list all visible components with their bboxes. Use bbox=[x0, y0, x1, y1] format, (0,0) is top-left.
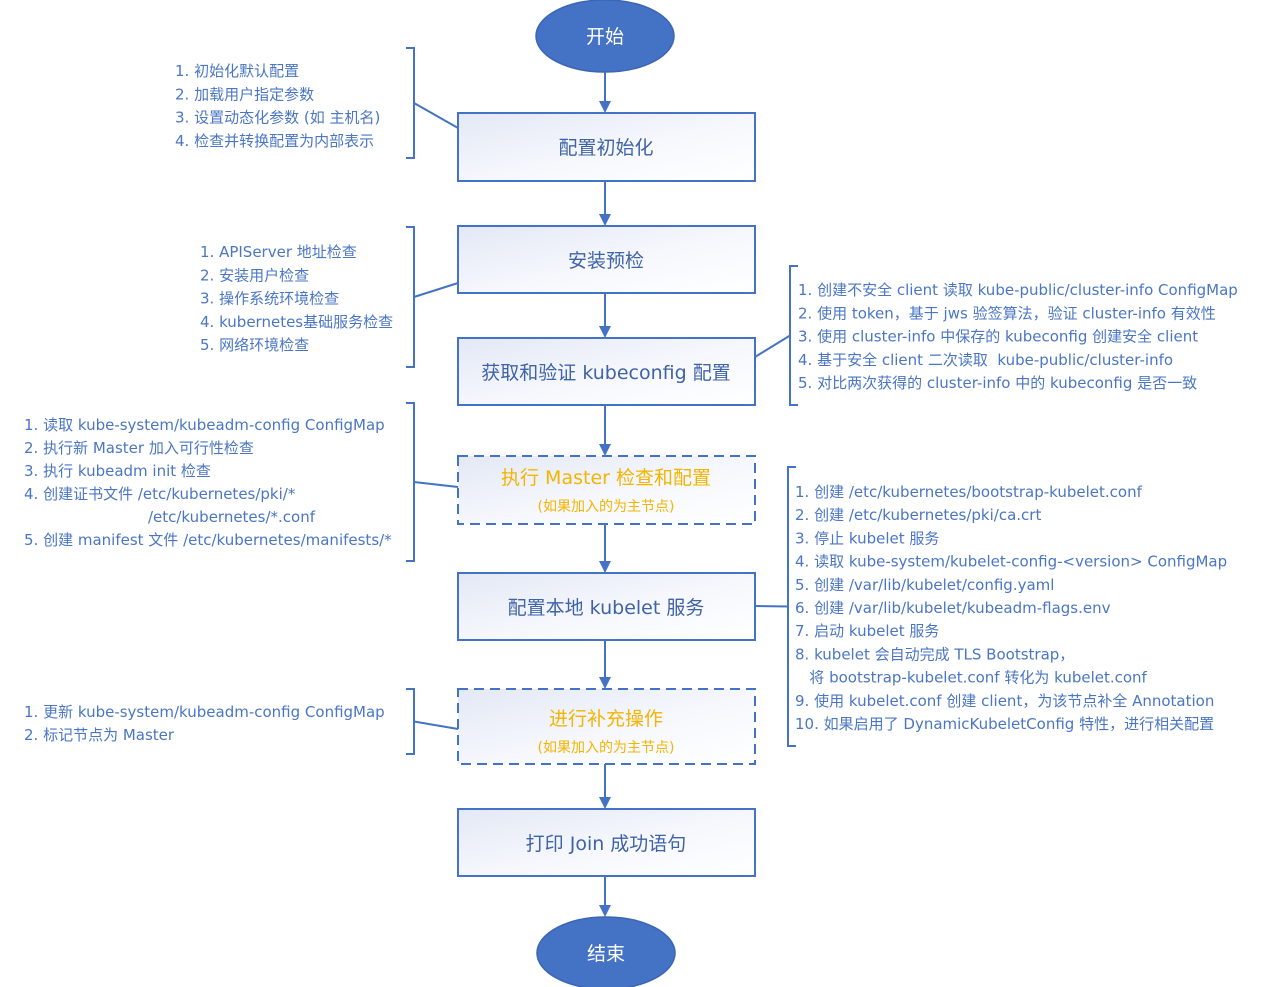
note-item: 1. 读取 kube-system/kubeadm-config ConfigM… bbox=[24, 416, 385, 434]
step-box bbox=[457, 225, 756, 294]
note-group-kubeconfig: 1. 创建不安全 client 读取 kube-public/cluster-i… bbox=[754, 265, 1238, 406]
end-label: 结束 bbox=[587, 943, 625, 965]
step-box bbox=[457, 337, 756, 406]
start-label: 开始 bbox=[586, 26, 624, 48]
note-item: 4. 创建证书文件 /etc/kubernetes/pki/* bbox=[24, 485, 296, 503]
note-item: 3. 操作系统环境检查 bbox=[200, 290, 339, 308]
flow-steps: 配置初始化 安装预检 获取和验证 kubeconfig 配置 执行 Master… bbox=[457, 112, 756, 877]
flow-connectors bbox=[599, 72, 611, 917]
note-item: 4. 检查并转换配置为内部表示 bbox=[175, 132, 374, 150]
note-item: 2. 加载用户指定参数 bbox=[175, 85, 314, 103]
step-sublabel: (如果加入的为主节点) bbox=[538, 740, 675, 756]
note-item: 9. 使用 kubelet.conf 创建 client，为该节点补全 Anno… bbox=[795, 692, 1214, 710]
connector-arrow bbox=[599, 640, 611, 689]
note-item: 2. 标记节点为 Master bbox=[24, 726, 175, 744]
step-label: 打印 Join 成功语句 bbox=[526, 833, 687, 855]
note-item: 2. 使用 token，基于 jws 验签算法，验证 cluster-info … bbox=[798, 304, 1216, 322]
note-item: 6. 创建 /var/lib/kubelet/kubeadm-flags.env bbox=[795, 599, 1111, 617]
note-item: 4. kubernetes基础服务检查 bbox=[200, 313, 393, 331]
arrowhead-icon bbox=[599, 905, 611, 917]
step-box bbox=[457, 808, 756, 877]
connector-arrow bbox=[599, 876, 611, 917]
arrowhead-icon bbox=[599, 561, 611, 573]
note-bracket bbox=[406, 47, 415, 159]
note-item: 3. 设置动态化参数 (如 主机名) bbox=[175, 109, 380, 127]
step-box bbox=[457, 112, 756, 182]
arrowhead-icon bbox=[599, 444, 611, 456]
note-connector bbox=[754, 334, 791, 358]
note-connector bbox=[413, 282, 459, 298]
step-config-init: 配置初始化 bbox=[457, 112, 756, 182]
note-item: /etc/kubernetes/*.conf bbox=[24, 508, 316, 526]
note-connector bbox=[413, 481, 459, 488]
note-item: 5. 网络环境检查 bbox=[200, 336, 309, 354]
note-item: 10. 如果启用了 DynamicKubeletConfig 特性，进行相关配置 bbox=[795, 715, 1214, 733]
note-item: 5. 对比两次获得的 cluster-info 中的 kubeconfig 是否… bbox=[798, 374, 1197, 392]
note-group-preflight: 1. APIServer 地址检查 2. 安装用户检查 3. 操作系统环境检查 4. … bbox=[200, 226, 459, 368]
arrowhead-icon bbox=[599, 326, 611, 338]
step-label: 进行补充操作 bbox=[549, 708, 663, 730]
note-group-kubelet: 1. 创建 /etc/kubernetes/bootstrap-kubelet.… bbox=[754, 466, 1227, 747]
connector-arrow bbox=[599, 293, 611, 338]
note-group-master-check: 1. 读取 kube-system/kubeadm-config ConfigM… bbox=[24, 402, 459, 562]
arrowhead-icon bbox=[599, 101, 611, 113]
note-item: 1. 初始化默认配置 bbox=[175, 62, 299, 80]
step-notes: 1. 初始化默认配置 2. 加载用户指定参数 3. 设置动态化参数 (如 主机名) 4… bbox=[24, 47, 1238, 755]
connector-arrow bbox=[599, 524, 611, 573]
note-item: 2. 创建 /etc/kubernetes/pki/ca.crt bbox=[795, 506, 1041, 524]
end-ellipse bbox=[536, 916, 676, 987]
start-terminal: 开始 bbox=[535, 0, 675, 73]
step-label: 安装预检 bbox=[568, 250, 644, 272]
note-item: 4. 读取 kube-system/kubelet-config-<versio… bbox=[795, 553, 1227, 571]
step-sublabel: (如果加入的为主节点) bbox=[538, 499, 675, 515]
step-label: 执行 Master 检查和配置 bbox=[501, 467, 711, 489]
connector-arrow bbox=[599, 72, 611, 113]
step-label: 获取和验证 kubeconfig 配置 bbox=[481, 362, 730, 384]
note-item: 3. 停止 kubelet 服务 bbox=[795, 529, 939, 547]
note-bracket bbox=[789, 265, 798, 406]
step-master-check: 执行 Master 检查和配置 (如果加入的为主节点) bbox=[457, 455, 756, 525]
step-kubelet: 配置本地 kubelet 服务 bbox=[457, 572, 756, 641]
step-box-optional bbox=[457, 688, 756, 765]
note-item: 1. 更新 kube-system/kubeadm-config ConfigM… bbox=[24, 703, 385, 721]
connector-arrow bbox=[599, 764, 611, 809]
step-preflight: 安装预检 bbox=[457, 225, 756, 294]
note-bracket bbox=[406, 402, 415, 562]
step-label: 配置初始化 bbox=[558, 137, 653, 159]
note-connector bbox=[413, 102, 459, 129]
note-item: 8. kubelet 会自动完成 TLS Bootstrap， bbox=[795, 645, 1074, 663]
arrowhead-icon bbox=[599, 214, 611, 226]
note-item: 将 bootstrap-kubelet.conf 转化为 kubelet.con… bbox=[795, 669, 1148, 687]
step-supplement: 进行补充操作 (如果加入的为主节点) bbox=[457, 688, 756, 765]
end-terminal: 结束 bbox=[536, 916, 676, 987]
connector-arrow bbox=[599, 181, 611, 226]
note-item: 1. APIServer 地址检查 bbox=[200, 243, 357, 261]
note-bracket bbox=[406, 688, 415, 755]
note-connector bbox=[754, 605, 789, 608]
note-item: 2. 安装用户检查 bbox=[200, 266, 309, 284]
note-item: 5. 创建 /var/lib/kubelet/config.yaml bbox=[795, 576, 1054, 594]
note-item: 3. 使用 cluster-info 中保存的 kubeconfig 创建安全 … bbox=[798, 328, 1198, 346]
note-item: 4. 基于安全 client 二次读取 kube-public/cluster-… bbox=[798, 351, 1173, 369]
step-label: 配置本地 kubelet 服务 bbox=[508, 597, 705, 619]
note-connector bbox=[413, 720, 459, 730]
step-kubeconfig: 获取和验证 kubeconfig 配置 bbox=[457, 337, 756, 406]
note-bracket bbox=[406, 226, 415, 368]
note-item: 1. 创建 /etc/kubernetes/bootstrap-kubelet.… bbox=[795, 483, 1143, 501]
note-item: 5. 创建 manifest 文件 /etc/kubernetes/manife… bbox=[24, 531, 392, 549]
step-box-optional bbox=[457, 455, 756, 525]
note-group-config-init: 1. 初始化默认配置 2. 加载用户指定参数 3. 设置动态化参数 (如 主机名) 4… bbox=[175, 47, 459, 159]
note-group-supplement: 1. 更新 kube-system/kubeadm-config ConfigM… bbox=[24, 688, 459, 755]
arrowhead-icon bbox=[599, 677, 611, 689]
step-print-join: 打印 Join 成功语句 bbox=[457, 808, 756, 877]
note-item: 2. 执行新 Master 加入可行性检查 bbox=[24, 439, 254, 457]
step-box bbox=[457, 572, 756, 641]
note-item: 1. 创建不安全 client 读取 kube-public/cluster-i… bbox=[798, 281, 1238, 299]
note-item: 3. 执行 kubeadm init 检查 bbox=[24, 462, 211, 480]
arrowhead-icon bbox=[599, 797, 611, 809]
note-item: 7. 启动 kubelet 服务 bbox=[795, 622, 939, 640]
connector-arrow bbox=[599, 405, 611, 456]
